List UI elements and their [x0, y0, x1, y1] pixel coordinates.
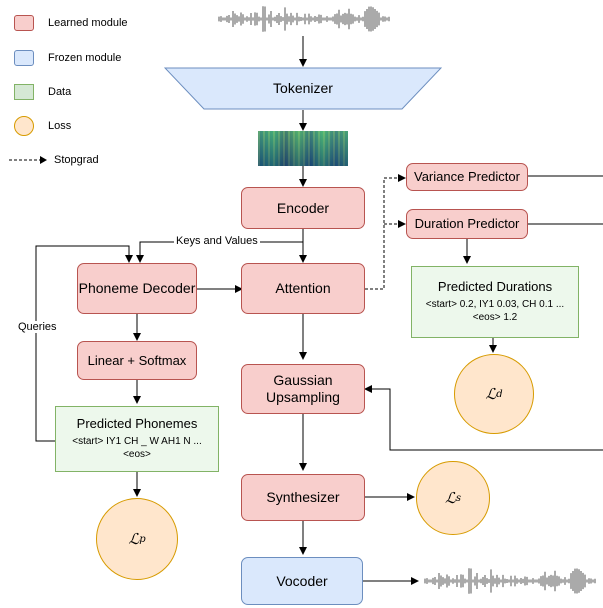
loss-p-sub: p: [139, 533, 146, 545]
predicted-phonemes-block: Predicted Phonemes <start> IY1 CH _ W AH…: [55, 406, 219, 472]
predicted-durations-value: <start> 0.2, IY1 0.03, CH 0.1 ... <eos> …: [425, 298, 565, 324]
legend-loss: Loss: [14, 116, 71, 136]
legend-frozen-label: Frozen module: [48, 52, 122, 64]
legend-loss-label: Loss: [48, 120, 72, 132]
vocoder-box: Vocoder: [241, 557, 363, 605]
duration-predictor-box: Duration Predictor: [406, 209, 528, 239]
loss-d-sub: d: [496, 388, 503, 400]
synthesizer-box: Synthesizer: [241, 474, 365, 521]
encoder-box: Encoder: [241, 187, 365, 229]
frozen-swatch: [14, 50, 34, 66]
edge-return-upsampling: [364, 385, 603, 451]
predicted-phonemes-value: <start> IY1 CH _ W AH1 N ... <eos>: [72, 435, 202, 461]
legend-data: Data: [14, 82, 71, 102]
variance-predictor-box: Variance Predictor: [406, 163, 528, 191]
phoneme-decoder-box: Phoneme Decoder: [77, 263, 197, 314]
legend-learned-label: Learned module: [48, 17, 128, 29]
learned-swatch: [14, 15, 34, 31]
predicted-durations-block: Predicted Durations <start> 0.2, IY1 0.0…: [411, 266, 579, 338]
tokenizer-label: Tokenizer: [273, 80, 333, 97]
loss-s-sub: s: [455, 492, 461, 504]
predicted-phonemes-title: Predicted Phonemes: [76, 416, 198, 432]
loss-d-symbol: ℒ: [485, 385, 497, 403]
predicted-durations-title: Predicted Durations: [437, 279, 553, 295]
legend-learned: Learned module: [14, 13, 128, 33]
edge-queries: [35, 245, 133, 442]
attention-box: Attention: [241, 263, 365, 314]
legend-frozen: Frozen module: [14, 48, 121, 68]
loss-s-symbol: ℒ: [445, 489, 456, 507]
gaussian-upsampling-box: Gaussian Upsampling: [241, 364, 365, 414]
loss-p-symbol: ℒ: [128, 530, 140, 548]
spectrogram-image: [258, 131, 348, 166]
edge-stopgrad-variance: [365, 174, 406, 290]
legend-stopgrad-label: Stopgrad: [54, 154, 99, 166]
keys-values-label: Keys and Values: [174, 235, 260, 247]
legend-data-label: Data: [48, 86, 72, 98]
input-waveform-icon: [218, 6, 390, 32]
stopgrad-arrow-icon: [9, 156, 47, 164]
legend-stopgrad: Stopgrad: [8, 150, 99, 170]
loss-swatch: [14, 116, 34, 136]
queries-label: Queries: [16, 321, 59, 333]
output-waveform-icon: [424, 568, 596, 594]
data-swatch: [14, 84, 34, 100]
tokenizer-shape: [164, 67, 442, 110]
linear-softmax-box: Linear + Softmax: [77, 341, 197, 380]
